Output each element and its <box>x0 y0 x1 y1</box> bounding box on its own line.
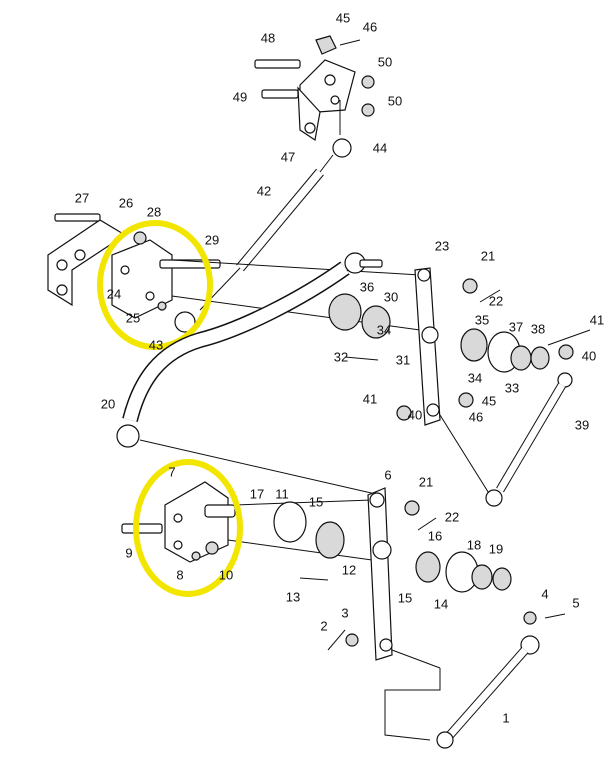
callout-15: 15 <box>309 495 323 510</box>
upper-lever-assembly <box>328 267 591 496</box>
callout-48: 48 <box>261 31 275 46</box>
curved-draw-rod <box>116 252 383 496</box>
callout-17: 17 <box>250 487 264 502</box>
lower-plate-assembly <box>121 481 373 563</box>
callout-5: 5 <box>572 596 579 611</box>
upper-plate-assembly <box>47 213 421 333</box>
callout-30: 30 <box>384 290 398 305</box>
callout-14: 14 <box>434 597 448 612</box>
callout-29: 29 <box>205 233 219 248</box>
callout-22: 22 <box>489 294 503 309</box>
lower-tie-rod <box>384 611 566 749</box>
lower-lever-assembly <box>273 487 512 669</box>
callout-21: 21 <box>419 475 433 490</box>
callout-11: 11 <box>275 487 289 502</box>
callout-13: 13 <box>286 590 300 605</box>
callout-labels: 45 46 48 50 49 50 47 44 42 27 26 28 29 2… <box>75 11 604 726</box>
callout-46: 46 <box>363 20 377 35</box>
callout-8: 8 <box>176 568 183 583</box>
callout-22: 22 <box>445 510 459 525</box>
callout-36: 36 <box>360 280 374 295</box>
callout-16: 16 <box>428 529 442 544</box>
callout-9: 9 <box>125 546 132 561</box>
callout-39: 39 <box>575 418 589 433</box>
callout-4: 4 <box>541 587 548 602</box>
callout-34: 34 <box>377 323 391 338</box>
callout-1: 1 <box>502 711 509 726</box>
callout-24: 24 <box>107 287 121 302</box>
callout-25: 25 <box>126 311 140 326</box>
callout-38: 38 <box>531 322 545 337</box>
callout-50: 50 <box>378 55 392 70</box>
callout-21: 21 <box>481 249 495 264</box>
callout-47: 47 <box>281 150 295 165</box>
top-bracket-assembly <box>254 35 375 173</box>
callout-12: 12 <box>342 563 356 578</box>
callout-40: 40 <box>582 349 596 364</box>
callout-32: 32 <box>334 350 348 365</box>
callout-18: 18 <box>467 538 481 553</box>
callout-34: 34 <box>468 371 482 386</box>
callout-45: 45 <box>482 394 496 409</box>
right-tie-rod <box>485 372 573 507</box>
callout-37: 37 <box>509 320 523 335</box>
callout-28: 28 <box>147 205 161 220</box>
callout-33: 33 <box>505 381 519 396</box>
callout-15: 15 <box>398 591 412 606</box>
callout-7: 7 <box>168 465 175 480</box>
callout-41: 41 <box>590 313 604 328</box>
callout-50: 50 <box>388 94 402 109</box>
callout-35: 35 <box>475 313 489 328</box>
callout-27: 27 <box>75 191 89 206</box>
callout-44: 44 <box>373 141 387 156</box>
callout-6: 6 <box>384 468 391 483</box>
callout-20: 20 <box>101 397 115 412</box>
callout-2: 2 <box>320 619 327 634</box>
highlight-ring-lower <box>133 459 243 597</box>
callout-19: 19 <box>489 542 503 557</box>
callout-3: 3 <box>341 606 348 621</box>
callout-49: 49 <box>233 90 247 105</box>
callout-31: 31 <box>396 353 410 368</box>
callout-42: 42 <box>257 184 271 199</box>
callout-40: 40 <box>408 408 422 423</box>
callout-46: 46 <box>469 410 483 425</box>
callout-26: 26 <box>119 196 133 211</box>
callout-23: 23 <box>435 239 449 254</box>
callout-10: 10 <box>219 568 233 583</box>
callout-43: 43 <box>149 338 163 353</box>
highlight-ring-upper <box>97 220 213 350</box>
callout-45: 45 <box>336 11 350 26</box>
callout-41: 41 <box>363 392 377 407</box>
